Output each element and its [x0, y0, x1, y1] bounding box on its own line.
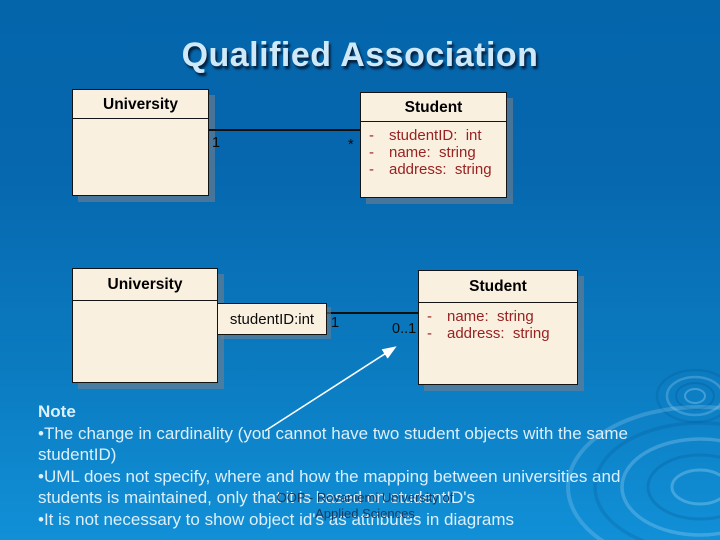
multiplicity-top-right: * [348, 137, 354, 153]
multiplicity-top-left: 1 [212, 135, 221, 151]
class-name-student-bottom: Student [419, 271, 577, 303]
class-body-university-bottom [73, 301, 217, 306]
class-box-student-top: Student - studentID: int - name: string … [360, 92, 507, 198]
note-bullet-text: It is not necessary to show object id's … [43, 509, 514, 529]
attribute-text: address: string [389, 161, 492, 178]
note-bullet: •It is not necessary to show object id's… [38, 509, 686, 531]
attribute-text: name: string [447, 308, 534, 325]
bullet-char: • [38, 509, 44, 529]
association-line-top [209, 129, 360, 131]
attribute-row: - address: string [427, 325, 571, 342]
class-name-student-top: Student [361, 93, 506, 122]
attribute-row: - name: string [427, 308, 571, 325]
bullet-char: • [38, 466, 44, 486]
note-bullet-text: The change in cardinality (you cannot ha… [38, 423, 628, 465]
slide-footer: OOP - Rovaniemi University of Applied Sc… [0, 490, 720, 521]
multiplicity-bottom-left: 1 [331, 315, 340, 331]
qualifier-box: studentID:int [217, 303, 327, 335]
note-block: Note •The change in cardinality (you can… [38, 401, 686, 531]
attribute-row: - name: string [369, 144, 500, 161]
association-line-bottom [326, 312, 418, 314]
attribute-dash: - [427, 308, 432, 325]
attribute-text: name: string [389, 144, 476, 161]
note-heading: Note [38, 402, 76, 421]
attribute-dash: - [369, 161, 374, 178]
class-box-university-bottom: University [72, 268, 218, 383]
class-box-student-bottom: Student - name: string - address: string [418, 270, 578, 385]
bullet-char: • [38, 423, 44, 443]
attribute-dash: - [369, 144, 374, 161]
class-box-university-top: University [72, 89, 209, 196]
note-bullet: •The change in cardinality (you cannot h… [38, 423, 686, 466]
page-title: Qualified Association [181, 36, 539, 74]
class-name-university-bottom: University [73, 269, 217, 301]
attribute-dash: - [369, 127, 374, 144]
attribute-text: address: string [447, 325, 550, 342]
multiplicity-bottom-right: 0..1 [392, 321, 417, 337]
attribute-dash: - [427, 325, 432, 342]
class-body-student-bottom: - name: string - address: string [419, 303, 577, 342]
class-body-university-top [73, 119, 208, 124]
attribute-row: - address: string [369, 161, 500, 178]
class-body-student-top: - studentID: int - name: string - addres… [361, 122, 506, 178]
attribute-row: - studentID: int [369, 127, 500, 144]
attribute-text: studentID: int [389, 127, 482, 144]
note-bullet: •UML does not specify, where and how the… [38, 466, 686, 509]
note-bullet-text: UML does not specify, where and how the … [38, 466, 621, 508]
class-name-university-top: University [73, 90, 208, 119]
footer-line-1: OOP - Rovaniemi University of [276, 490, 454, 505]
footer-line-2: Applied Sciences [315, 505, 415, 521]
